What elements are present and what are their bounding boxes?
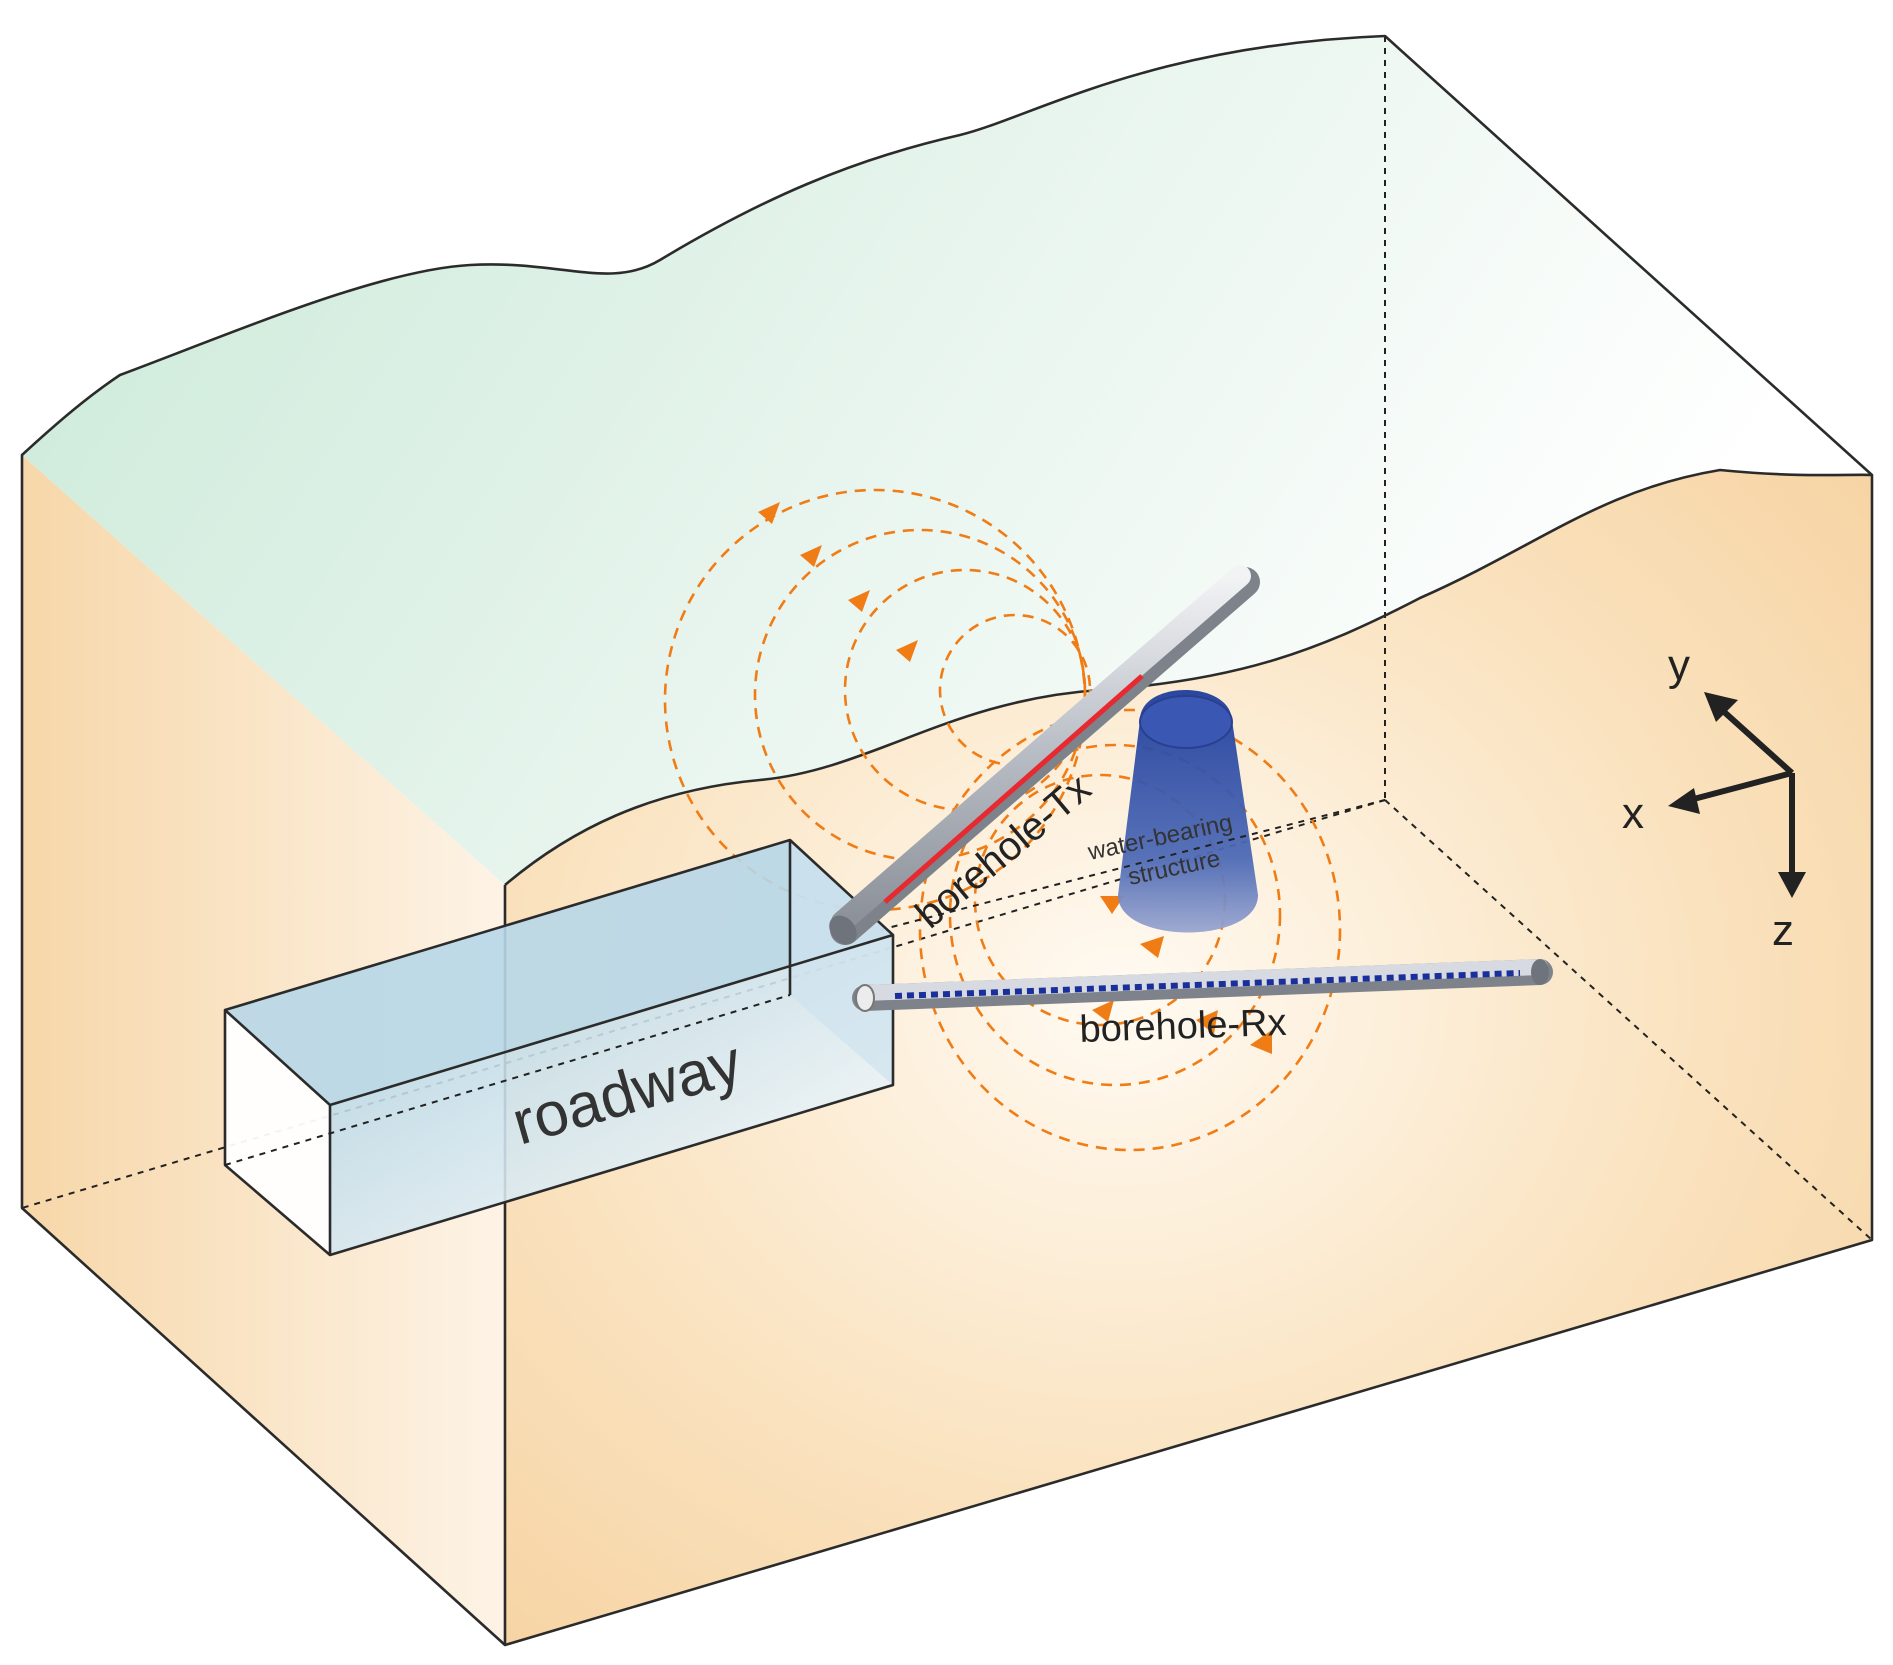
tx-cable [883,674,1144,904]
axis-y-arrow-icon [1719,707,1795,776]
arrowhead-icon [1100,896,1124,914]
axis-y-label: y [1668,641,1690,690]
field-loop-upper-3 [843,568,1087,812]
rx-pipe-highlight [857,959,1548,1001]
borehole-rx: borehole-Rx [852,959,1553,1051]
arrow-icon [1704,692,1738,722]
rx-pipe-end [855,984,875,1012]
rx-pipe-far-end [1531,959,1549,985]
roadway-side [330,935,893,1255]
roadway-top [225,840,893,1105]
front-top-edge [504,468,1873,886]
field-loop-lower-2 [948,743,1282,1087]
arrowhead-icon [1092,1000,1114,1022]
coordinate-axes: y x z [1622,641,1806,955]
roadway-end [225,1010,330,1255]
axis-x-arrow-icon [1689,770,1793,803]
hidden-edge-back-right [1384,799,1873,1241]
interior-reference-line [879,799,1386,931]
tx-pipe-highlight [831,565,1251,933]
arrowhead-icon [1196,1010,1218,1034]
block-outline [20,34,1874,1647]
arrowhead-icon [848,590,870,612]
front-face [505,470,1872,1645]
water-bearing-structure [1118,690,1258,933]
arrowhead-icon [758,502,780,524]
arrowhead-icon [800,545,822,567]
axis-z-label: z [1772,906,1794,955]
borehole-rx-label: borehole-Rx [1079,1002,1287,1051]
roadway-tunnel: roadway [223,838,895,1257]
arrow-icon [1668,788,1700,814]
arrowhead-icon [1140,936,1164,958]
roadway-far-end [790,840,893,1085]
roadway-hidden-edge [224,994,791,1166]
axis-x-label: x [1622,789,1644,838]
arrowhead-icon [1250,1030,1272,1054]
arrowhead-icon [896,640,918,662]
top-surface [22,36,1872,885]
rock-block [20,34,1874,1647]
water-body [1118,690,1258,933]
water-top [1139,695,1233,749]
tx-pipe-end [829,915,857,945]
roadway-outline [223,838,895,1257]
field-loop-lower-1 [918,708,1342,1152]
rx-receiver-array [894,970,1521,999]
arrow-icon [1778,872,1806,898]
